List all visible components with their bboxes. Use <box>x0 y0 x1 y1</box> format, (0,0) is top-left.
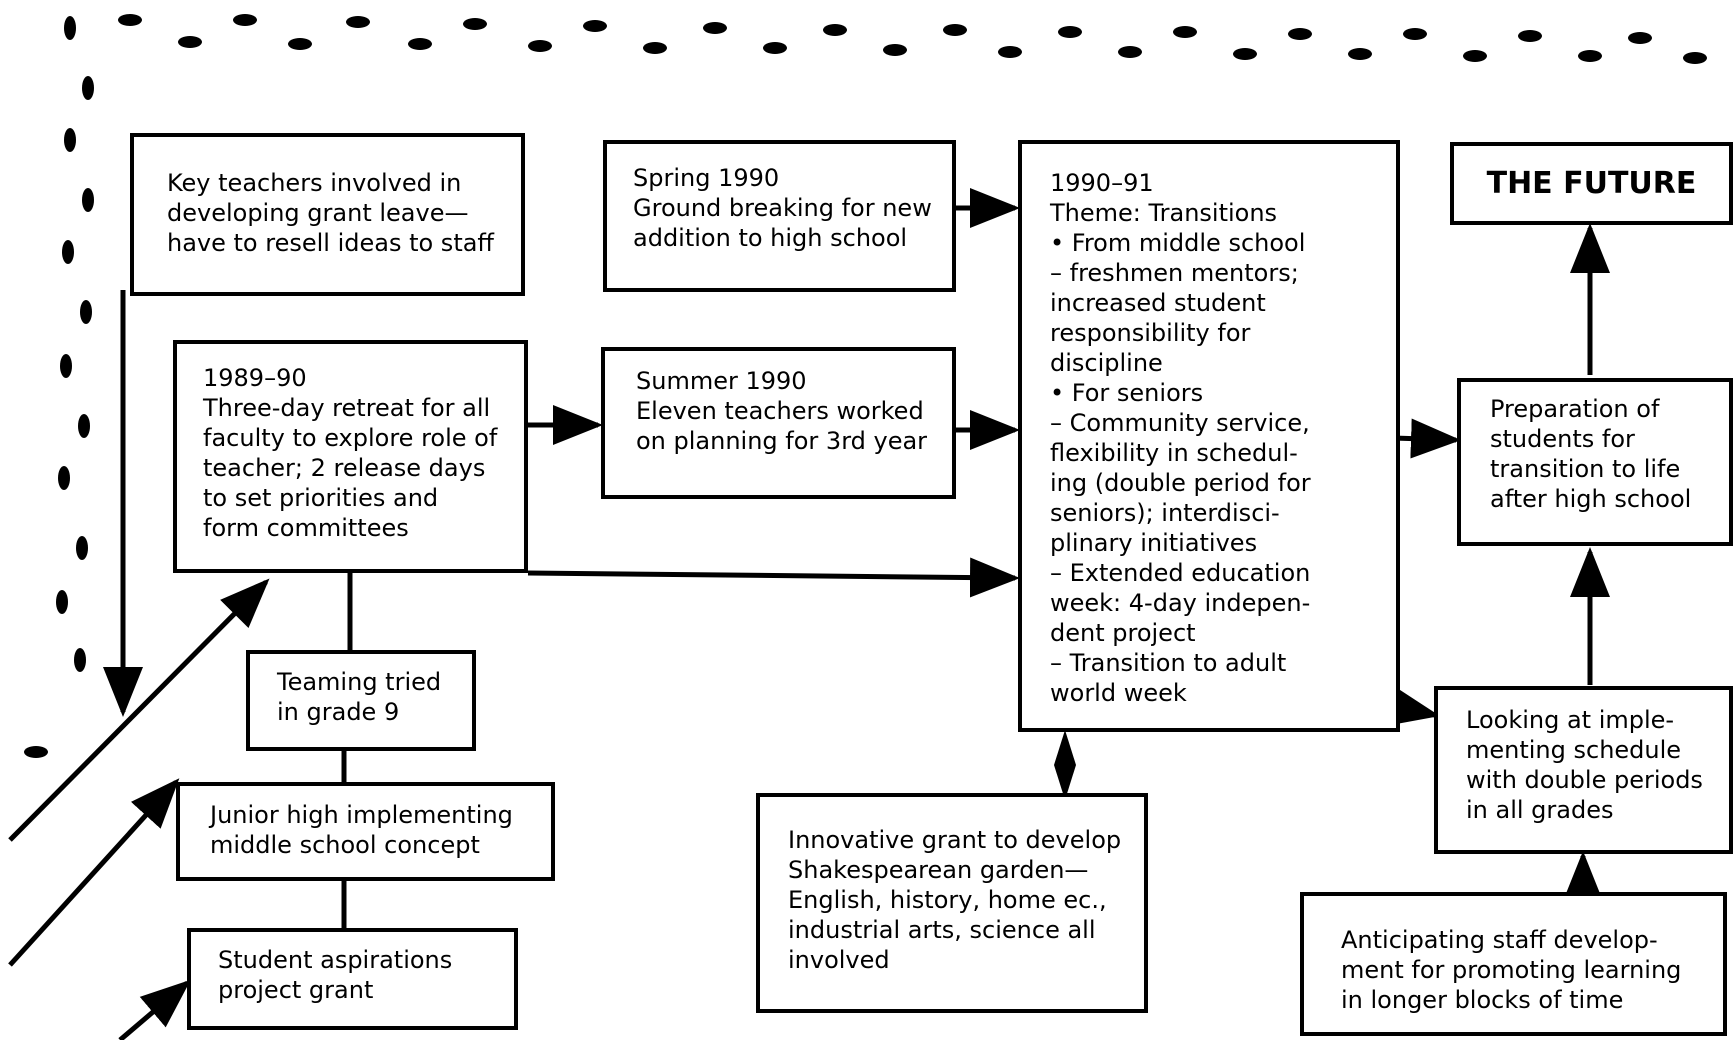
text-summer-1990: Summer 1990 Eleven teachers worked on pl… <box>636 367 928 455</box>
text-teaming: Teaming tried in grade 9 <box>277 668 442 726</box>
text-retreat-1989-90: 1989–90 Three-day retreat for all facult… <box>203 364 498 542</box>
connector-theme-grant-diamond <box>1054 730 1076 800</box>
text-student-aspirations: Student aspirations project grant <box>218 946 453 1004</box>
connector-theme-to-preparation <box>1394 418 1461 459</box>
box-preparation <box>1457 378 1733 546</box>
connector-diagonal-to-aspirations <box>118 979 191 1040</box>
box-innovative-grant <box>756 793 1148 1013</box>
box-key-teachers <box>130 133 525 296</box>
footprint-border <box>24 14 1707 758</box>
footprint-top-row <box>118 14 1707 64</box>
footprint-left-column <box>24 16 94 758</box>
box-summer-1990 <box>601 347 956 499</box>
text-junior-high: Junior high implementing middle school c… <box>210 801 513 859</box>
box-theme-1990-91 <box>1018 140 1400 732</box>
text-looking-at-schedule: Looking at imple- menting schedule with … <box>1466 706 1703 824</box>
text-theme-1990-91: 1990–91 Theme: Transitions • From middle… <box>1050 169 1311 707</box>
text-anticipating-staff: Anticipating staff develop- ment for pro… <box>1341 926 1682 1014</box>
connectors <box>8 188 1610 1040</box>
text-key-teachers: Key teachers involved in developing gran… <box>167 169 494 257</box>
connector-retreat-to-theme <box>527 557 1020 598</box>
box-teaming <box>246 650 476 751</box>
box-looking-at-schedule <box>1434 686 1733 854</box>
text-innovative-grant: Innovative grant to develop Shakespearea… <box>788 826 1122 974</box>
box-spring-1990 <box>603 140 956 292</box>
box-junior-high <box>176 782 555 881</box>
connector-diagonal-to-retreat <box>8 578 270 842</box>
connector-theme-to-looking <box>1386 686 1440 726</box>
text-the-future: THE FUTURE <box>1486 166 1697 201</box>
box-the-future <box>1450 142 1733 225</box>
connector-diagonal-to-junior-high <box>8 778 180 967</box>
box-anticipating-staff <box>1300 892 1727 1036</box>
box-student-aspirations <box>187 928 518 1030</box>
box-retreat-1989-90 <box>173 340 528 573</box>
text-preparation: Preparation of students for transition t… <box>1490 395 1692 513</box>
text-spring-1990: Spring 1990 Ground breaking for new addi… <box>633 164 932 252</box>
